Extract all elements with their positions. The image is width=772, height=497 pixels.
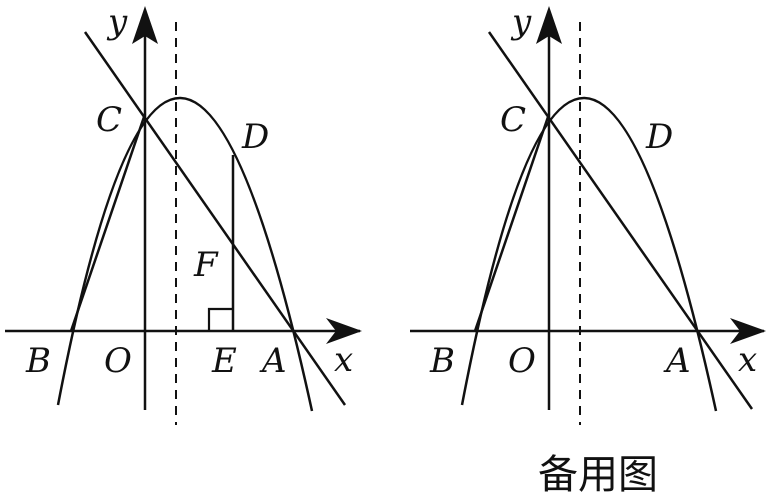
right-label-B: B bbox=[429, 341, 455, 381]
left-label-x: x bbox=[334, 340, 353, 380]
left-x-axis-arrow bbox=[326, 318, 362, 344]
right-y-axis-arrow bbox=[536, 6, 562, 44]
left-right-angle-mark bbox=[207, 307, 233, 331]
left-segment-BC bbox=[69, 113, 147, 332]
left-label-A: A bbox=[259, 341, 287, 381]
right-label-A: A bbox=[663, 341, 691, 381]
right-label-O: O bbox=[508, 341, 536, 381]
left-label-D: D bbox=[241, 117, 269, 157]
left-parabola bbox=[56, 96, 314, 412]
right-figure: y x C D B O A 备用图 bbox=[410, 2, 766, 497]
left-label-y: y bbox=[106, 2, 128, 42]
left-label-E: E bbox=[211, 341, 237, 381]
right-line-AC bbox=[487, 31, 754, 410]
left-label-F: F bbox=[193, 245, 219, 285]
left-y-axis-arrow bbox=[132, 6, 158, 44]
left-label-C: C bbox=[96, 100, 122, 140]
right-label-x: x bbox=[738, 340, 757, 380]
right-label-C: C bbox=[500, 100, 526, 140]
right-parabola bbox=[460, 96, 718, 412]
left-label-O: O bbox=[104, 341, 132, 381]
left-line-AC bbox=[83, 31, 347, 406]
backup-figure-caption: 备用图 bbox=[538, 452, 658, 497]
right-label-y: y bbox=[510, 2, 532, 42]
left-label-B: B bbox=[25, 341, 51, 381]
right-x-axis-arrow bbox=[730, 318, 766, 344]
right-segment-BC bbox=[473, 113, 551, 332]
right-label-D: D bbox=[645, 117, 673, 157]
left-figure: y x C D F B O E A bbox=[5, 2, 362, 425]
